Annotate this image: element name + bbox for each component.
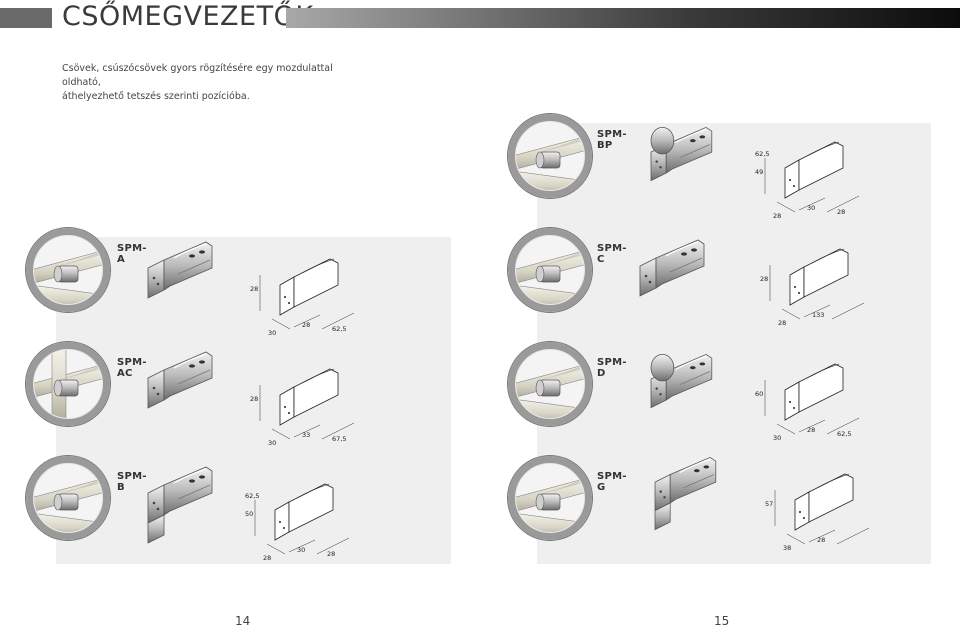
tube-clamp-photo: [26, 456, 110, 540]
product-label-spm-ac: SPM-AC: [117, 357, 147, 379]
intro-text: Csövek, csúszócsövek gyors rögzítésére e…: [62, 62, 362, 104]
tube-clamp-photo: [508, 114, 592, 198]
title-bar: CSŐMEGVEZETŐK: [0, 1, 960, 32]
page-title: CSŐMEGVEZETŐK: [62, 1, 314, 32]
left-panel: [56, 237, 451, 564]
product-label-spm-b: SPM-B: [117, 471, 147, 493]
product-label-spm-d: SPM-D: [597, 357, 627, 379]
title-bar-lead: [0, 8, 52, 28]
intro-line-2: áthelyezhető tetszés szerinti pozícióba.: [62, 91, 250, 102]
product-label-spm-a: SPM-A: [117, 243, 147, 265]
tube-clamp-photo: [508, 456, 592, 540]
product-label-spm-g: SPM-G: [597, 471, 627, 493]
right-panel: [537, 123, 931, 564]
product-label-spm-bp: SPM-BP: [597, 129, 627, 151]
title-bar-gradient: [286, 8, 960, 28]
tube-clamp-photo: [26, 342, 110, 426]
page-number-left: 14: [235, 614, 251, 628]
intro-line-1: Csövek, csúszócsövek gyors rögzítésére e…: [62, 63, 333, 88]
tube-clamp-photo: [508, 342, 592, 426]
product-label-spm-c: SPM-C: [597, 243, 627, 265]
tube-clamp-photo: [508, 228, 592, 312]
tube-clamp-photo: [26, 228, 110, 312]
page-number-right: 15: [714, 614, 730, 628]
